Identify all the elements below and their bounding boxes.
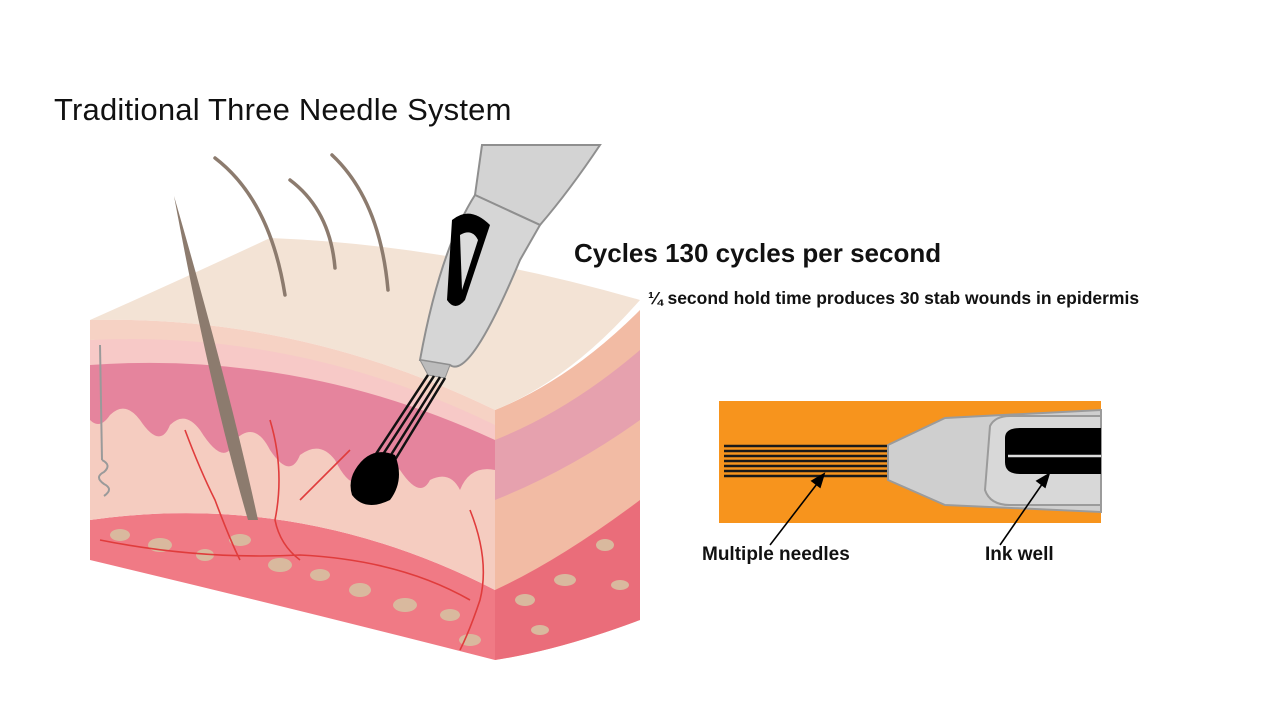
callout-arrows — [769, 472, 1051, 546]
cycles-headline: Cycles 130 cycles per second — [574, 238, 942, 268]
hold-time-note: ¼ second hold time produces 30 stab woun… — [648, 288, 1140, 308]
epidermis-edge — [90, 319, 495, 425]
sweat-gland — [98, 344, 110, 497]
hairs — [213, 153, 390, 297]
slide-title: Traditional Three Needle System — [54, 92, 512, 127]
needle-cluster — [370, 374, 447, 469]
needle-inset — [719, 401, 1102, 523]
skin-block-side-dermis — [495, 350, 640, 500]
hair-shaft — [174, 196, 258, 520]
dermis-light-band — [90, 336, 495, 440]
fat-cells — [110, 529, 629, 646]
callout-ink-well: Ink well — [985, 544, 1054, 565]
blood-vessels — [99, 419, 485, 651]
tattoo-machine — [418, 144, 602, 379]
ink-deposit — [350, 452, 399, 505]
inset-needles — [724, 444, 890, 478]
callout-multiple-needles: Multiple needles — [702, 544, 850, 565]
fat-layer — [90, 513, 495, 660]
